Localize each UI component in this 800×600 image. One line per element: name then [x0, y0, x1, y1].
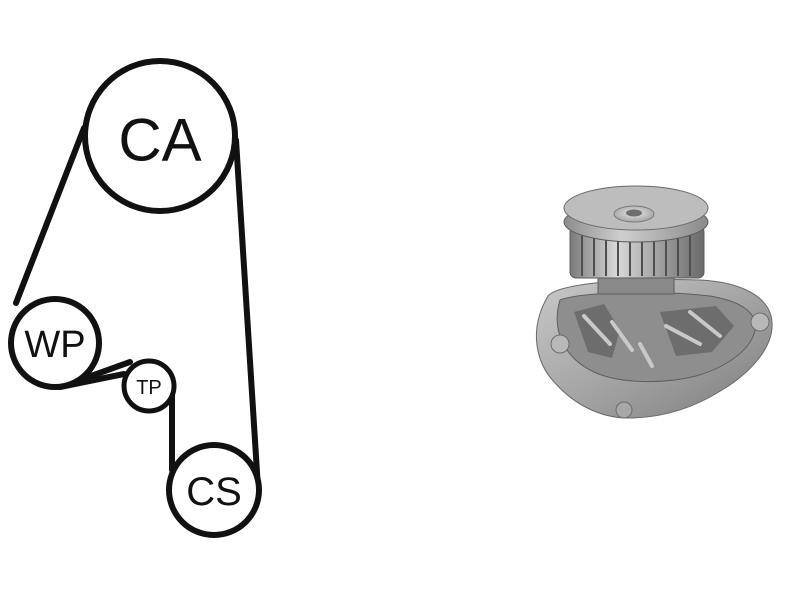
pulley-ca-label: CA [118, 107, 201, 174]
pump-recess-right [660, 306, 734, 356]
pulley-cs-label: CS [186, 470, 242, 514]
pulley-cs: CS [166, 442, 262, 538]
pump-bolt-boss-bottom [615, 401, 633, 419]
water-pump-image [536, 185, 773, 419]
pulley-wp-circle [8, 296, 102, 390]
pulley-ca: CA [82, 58, 238, 214]
pump-bolt-boss-right [750, 312, 770, 332]
pump-hub-bore [626, 209, 642, 217]
pulley-cs-circle [166, 442, 262, 538]
belt-segment-wp-tp-upper [77, 359, 133, 383]
pump-bolt-boss-left [550, 334, 570, 354]
belt-segment-ca-wp [13, 125, 87, 306]
pulley-tp-label: TP [136, 377, 162, 399]
pump-vanes [582, 310, 722, 368]
pulley-ca-circle [82, 58, 238, 214]
belt-diagram: CA WP TP CS [8, 58, 262, 538]
belt-segment-ca-cs [233, 137, 261, 491]
pulley-tp: TP [121, 358, 177, 414]
pulley-wp: WP [8, 296, 102, 390]
pulley-wp-label: WP [24, 324, 85, 366]
pulley-tp-circle [121, 358, 177, 414]
